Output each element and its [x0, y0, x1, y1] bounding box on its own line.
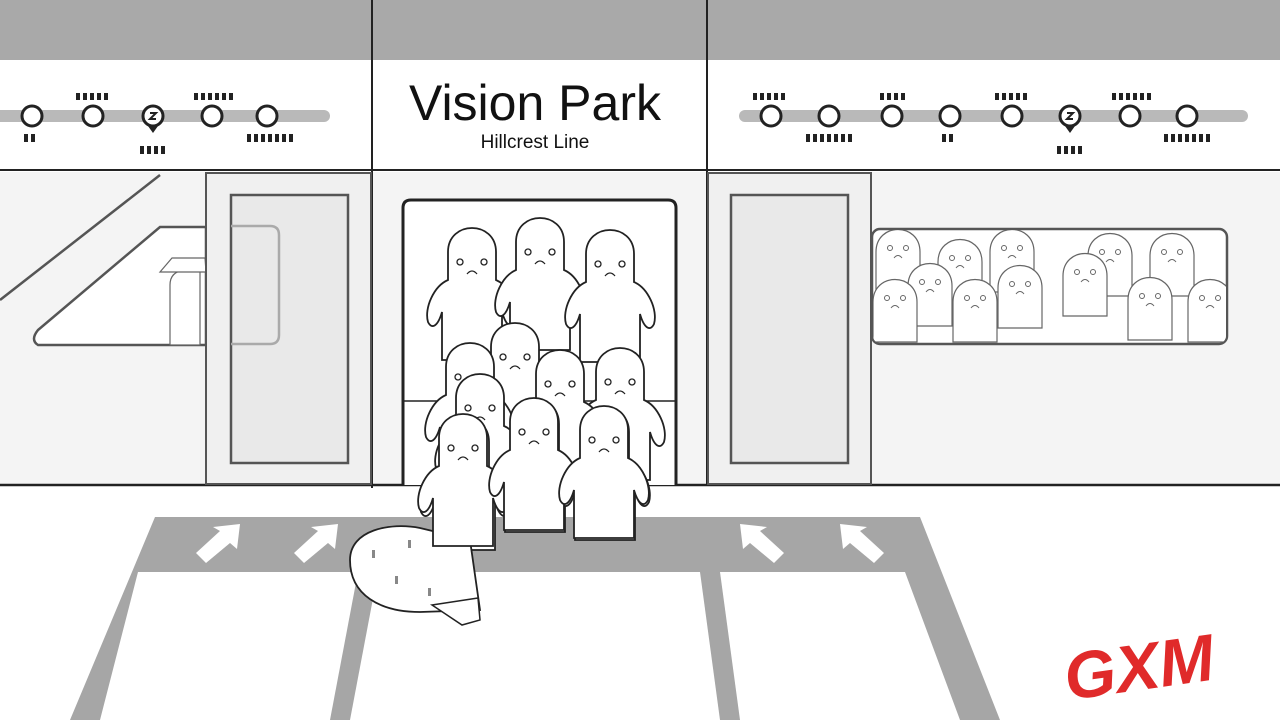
passenger-crowd [349, 217, 666, 626]
boarding-arrow-icon [294, 524, 338, 563]
station-dot-icon [1000, 104, 1024, 128]
fallen-passenger [349, 525, 482, 626]
train-conductor [158, 257, 207, 346]
station-dot-icon [81, 104, 105, 128]
train-door-right [707, 172, 872, 485]
route-map-right [739, 93, 1248, 154]
station-name: Vision Park [409, 75, 662, 131]
station-dot-icon [817, 104, 841, 128]
station-dot-icon [200, 104, 224, 128]
current-station-marker-icon [1058, 104, 1082, 133]
station-dot-icon [20, 104, 44, 128]
train-cab-window [0, 174, 208, 347]
line-name: Hillcrest Line [481, 132, 590, 153]
boarding-arrow-icon [740, 524, 784, 563]
station-dot-icon [759, 104, 783, 128]
current-station-marker-icon [141, 104, 165, 133]
station-dot-icon [1118, 104, 1142, 128]
station-dot-icon [880, 104, 904, 128]
station-sign: Vision Park Hillcrest Line [409, 75, 662, 153]
station-dot-icon [255, 104, 279, 128]
boarding-zone-marking [70, 517, 1000, 720]
route-map-left [0, 93, 330, 154]
boarding-arrow-icon [196, 524, 240, 563]
watermark-signature: GXM [1059, 620, 1220, 714]
station-dot-icon [1175, 104, 1199, 128]
boarding-arrow-icon [840, 524, 884, 563]
station-dot-icon [938, 104, 962, 128]
platform-floor [70, 517, 1000, 720]
train-window-right [870, 227, 1229, 346]
ceiling [0, 0, 1280, 60]
train-door-left [205, 172, 372, 485]
